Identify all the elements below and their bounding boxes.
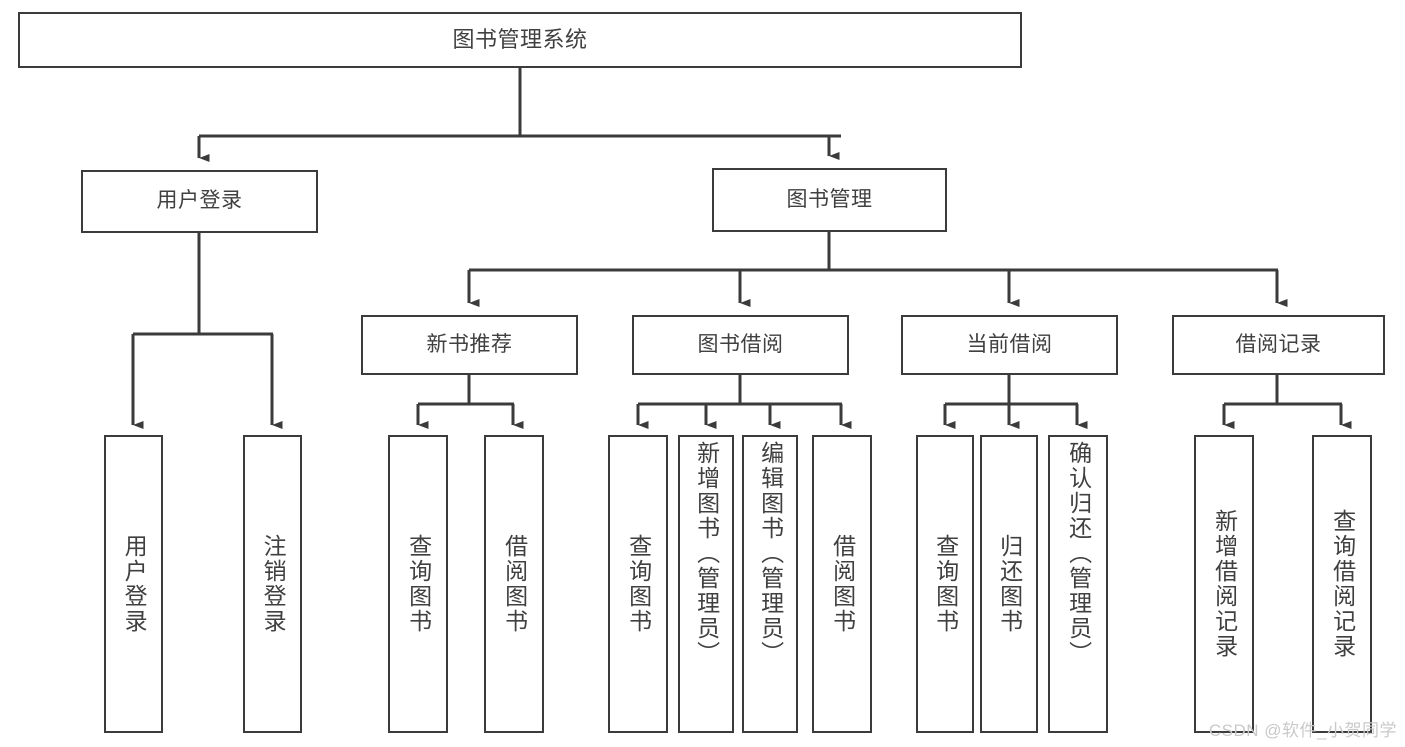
node-label: 查询图书	[932, 534, 959, 634]
leaf-add-book-admin[interactable]: 新增图书（管理员）	[678, 435, 734, 733]
node-label: 新书推荐	[426, 332, 513, 356]
node-root-book-management-system[interactable]: 图书管理系统	[18, 12, 1022, 68]
node-label: 借阅图书	[501, 534, 528, 634]
node-label: 图书管理	[786, 187, 873, 211]
csdn-watermark: CSDN @软件_小贺同学	[1208, 721, 1397, 740]
node-label: 用户登录	[121, 534, 148, 634]
node-label: 图书借阅	[697, 332, 784, 356]
leaf-query-book-2[interactable]: 查询图书	[608, 435, 668, 733]
leaf-query-borrow-record[interactable]: 查询借阅记录	[1312, 435, 1372, 733]
node-label: 新增借阅记录	[1211, 509, 1238, 659]
node-label: 新增图书（管理员）	[693, 441, 720, 666]
leaf-return-book[interactable]: 归还图书	[980, 435, 1038, 733]
leaf-confirm-return-admin[interactable]: 确认归还（管理员）	[1048, 435, 1108, 733]
node-current-borrow[interactable]: 当前借阅	[901, 315, 1118, 375]
node-label: 查询图书	[625, 534, 652, 634]
node-label: 确认归还（管理员）	[1065, 441, 1092, 666]
node-label: 查询图书	[405, 534, 432, 634]
leaf-add-borrow-record[interactable]: 新增借阅记录	[1194, 435, 1254, 733]
leaf-borrow-book-2[interactable]: 借阅图书	[812, 435, 872, 733]
leaf-logout-login[interactable]: 注销登录	[243, 435, 302, 733]
node-label: 用户登录	[156, 189, 243, 213]
node-label: 查询借阅记录	[1329, 509, 1356, 659]
node-borrow-record[interactable]: 借阅记录	[1172, 315, 1385, 375]
leaf-query-book-1[interactable]: 查询图书	[388, 435, 448, 733]
node-label: 借阅图书	[829, 534, 856, 634]
node-book-borrow[interactable]: 图书借阅	[632, 315, 849, 375]
leaf-borrow-book-1[interactable]: 借阅图书	[484, 435, 544, 733]
node-label: 归还图书	[996, 534, 1023, 634]
node-label: 图书管理系统	[452, 27, 588, 53]
node-label: 注销登录	[260, 534, 287, 634]
leaf-edit-book-admin[interactable]: 编辑图书（管理员）	[742, 435, 798, 733]
node-label: 借阅记录	[1235, 332, 1322, 356]
node-user-login[interactable]: 用户登录	[81, 170, 318, 233]
node-label: 编辑图书（管理员）	[757, 441, 784, 666]
node-new-book-recommend[interactable]: 新书推荐	[361, 315, 578, 375]
node-book-management[interactable]: 图书管理	[712, 168, 947, 232]
node-label: 当前借阅	[966, 332, 1053, 356]
leaf-query-book-3[interactable]: 查询图书	[916, 435, 974, 733]
leaf-user-login[interactable]: 用户登录	[104, 435, 163, 733]
